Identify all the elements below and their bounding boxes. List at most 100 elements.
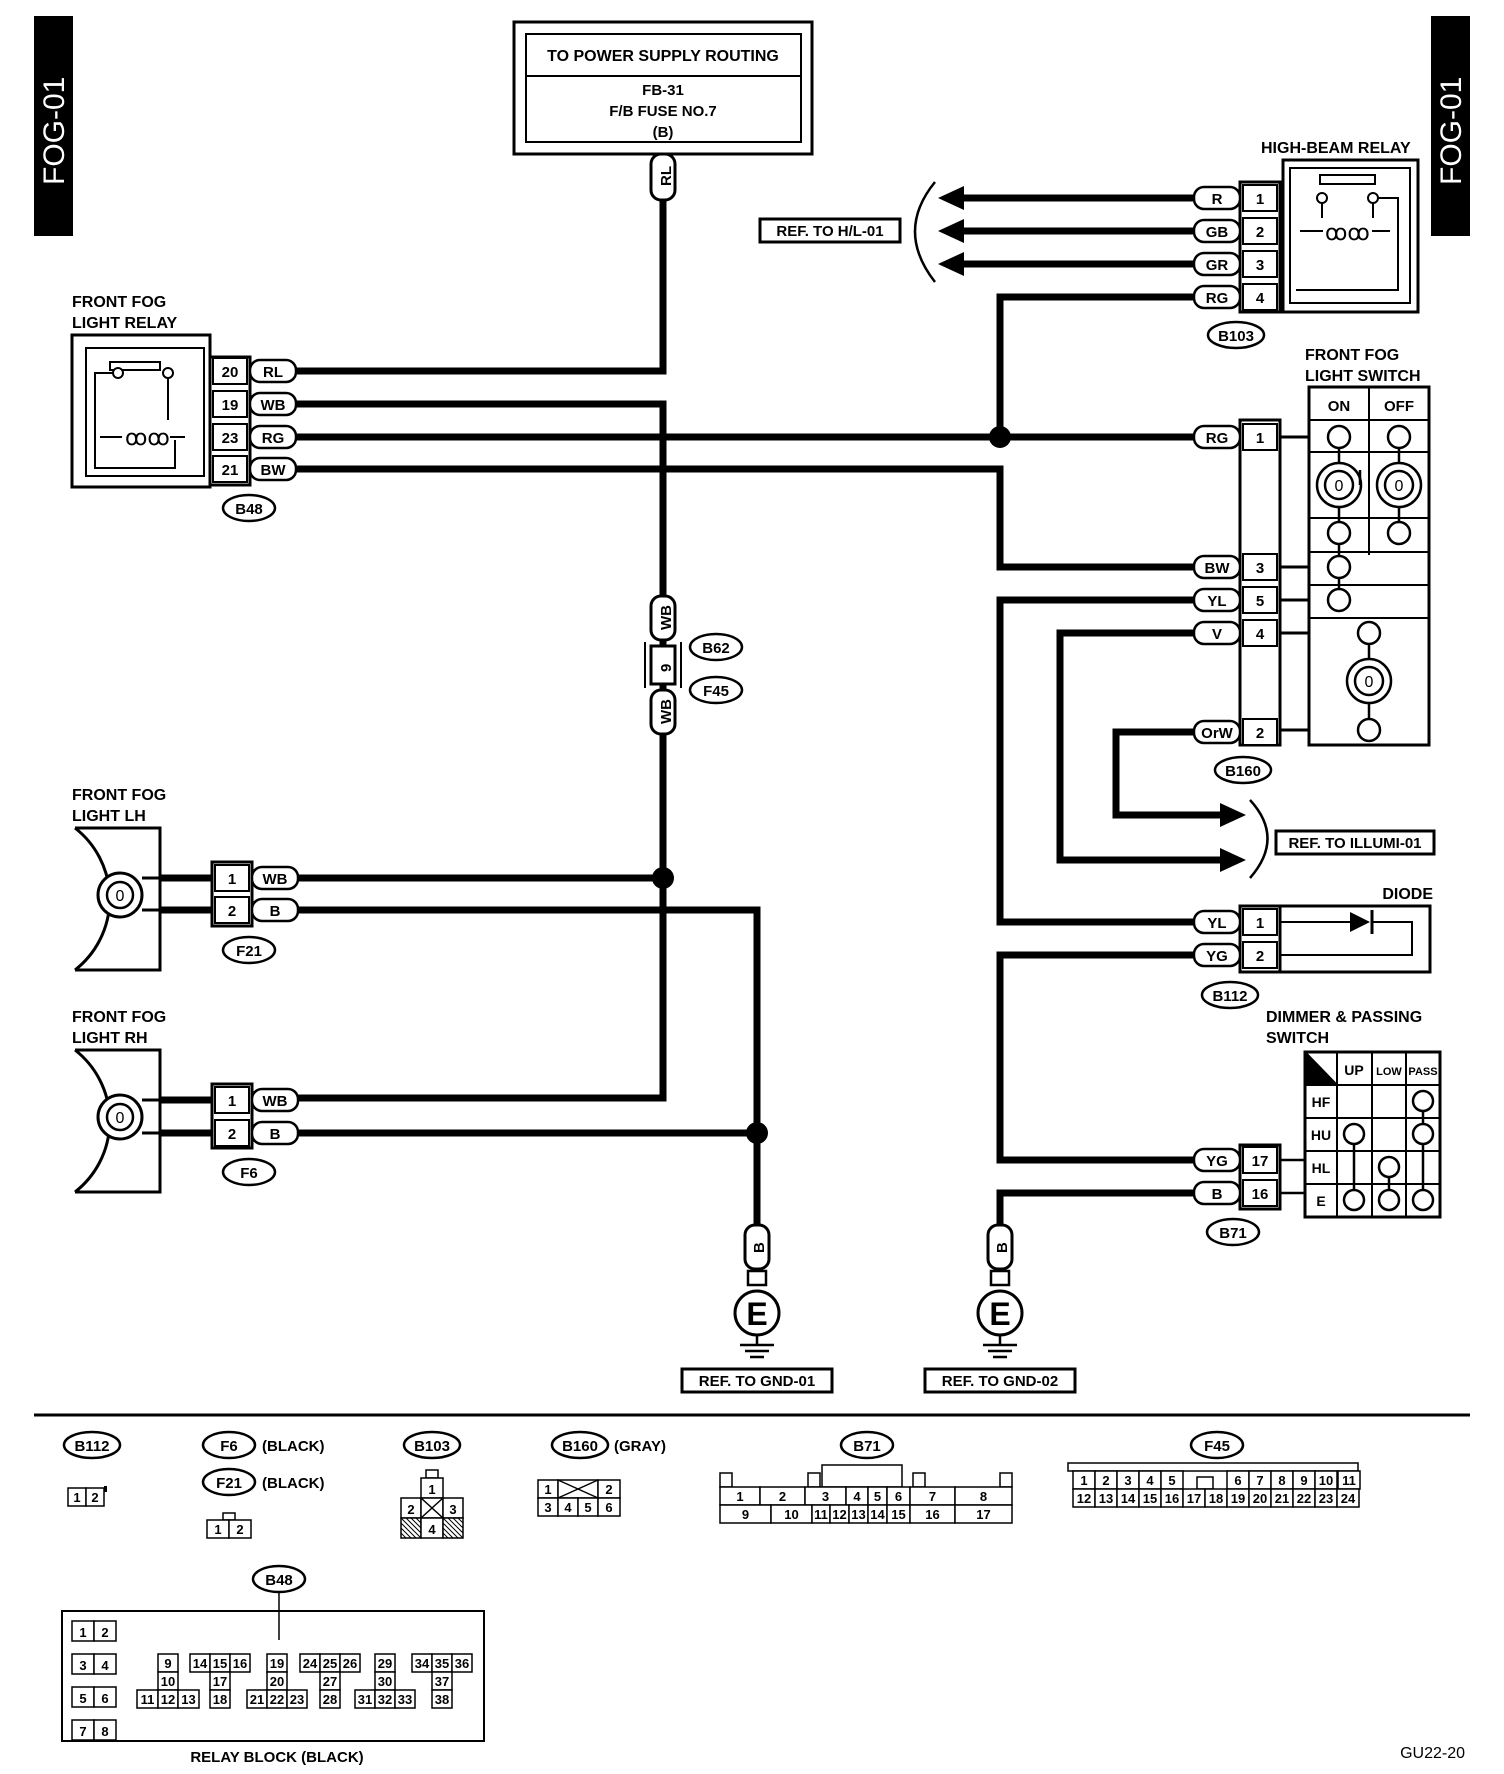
- connector-pin-cell: 23: [1319, 1491, 1333, 1506]
- fog-relay-wire: BW: [261, 462, 287, 479]
- connector-pin-cell: 5: [584, 1500, 591, 1515]
- connector-pin-cell: 17: [213, 1674, 227, 1689]
- connector-pin-cell: 7: [79, 1724, 86, 1739]
- fog-rh-wire: B: [270, 1126, 281, 1143]
- ground-2-symbol: E: [989, 1296, 1010, 1332]
- connector-pin-cell: 20: [1253, 1491, 1267, 1506]
- joint-wire-bottom: WB: [658, 699, 675, 724]
- fog-lh-wire: B: [270, 903, 281, 920]
- connector-pin-cell: 3: [544, 1500, 551, 1515]
- fog-switch-col-on: ON: [1328, 398, 1351, 415]
- fog-switch-pin: 1: [1256, 430, 1264, 447]
- connector-pin-cell: 12: [1077, 1491, 1091, 1506]
- connector-pin-cell: 18: [213, 1692, 227, 1707]
- highbeam-pin: 2: [1256, 224, 1264, 241]
- cv-f21-name: F21: [216, 1475, 242, 1492]
- connector-pin-cell: 3: [822, 1489, 829, 1504]
- connector-pin-cell: 10: [161, 1674, 175, 1689]
- connector-pin-cell: 14: [870, 1507, 885, 1522]
- fog-lh-title1: FRONT FOG: [72, 787, 166, 804]
- fog-switch-pin: 3: [1256, 560, 1264, 577]
- connector-pin-cell: 1: [736, 1489, 743, 1504]
- fog-switch-pin: 5: [1256, 593, 1264, 610]
- dimmer-row-hu: HU: [1311, 1127, 1331, 1143]
- connector-pin-cell: 1: [428, 1482, 435, 1497]
- fog-switch-wire: BW: [1205, 560, 1231, 577]
- highbeam-wire: GB: [1206, 224, 1229, 241]
- fog-switch-pin: 4: [1256, 626, 1265, 643]
- connector-pin-cell: 18: [1209, 1491, 1223, 1506]
- fog-relay-title1: FRONT FOG: [72, 294, 166, 311]
- joint-connector-b: F45: [703, 683, 729, 700]
- cv-f45-name: F45: [1204, 1438, 1230, 1455]
- connector-pin-cell: 4: [428, 1522, 436, 1537]
- fog-switch-wire: V: [1212, 626, 1222, 643]
- connector-pin-cell: 3: [79, 1658, 86, 1673]
- fog-relay-wire: WB: [261, 397, 286, 414]
- connector-pin-cell: 22: [1297, 1491, 1311, 1506]
- connector-pin-cell: 8: [1278, 1473, 1285, 1488]
- cv-f6-color: (BLACK): [262, 1438, 324, 1455]
- connector-pin-cell: 36: [455, 1656, 469, 1671]
- highbeam-wire: R: [1212, 191, 1223, 208]
- connector-pin-cell: 2: [407, 1502, 414, 1517]
- fog-relay-wire: RL: [263, 364, 283, 381]
- svg-text:0: 0: [116, 1110, 125, 1127]
- connector-pin-cell: 9: [164, 1656, 171, 1671]
- connector-pin-cell: 31: [358, 1692, 372, 1707]
- dimmer-wire: YG: [1206, 1153, 1228, 1170]
- fog-relay-title2: LIGHT RELAY: [72, 315, 178, 332]
- connector-pin-cell: 12: [832, 1507, 846, 1522]
- connector-pin-cell: 38: [435, 1692, 449, 1707]
- connector-pin-cell: 24: [303, 1656, 318, 1671]
- side-tab-right-label: FOG-01: [1435, 77, 1468, 185]
- illumi-arrows: REF. TO ILLUMI-01: [1220, 799, 1436, 879]
- fog-switch-pin: 2: [1256, 725, 1264, 742]
- connector-pin-cell: 33: [398, 1692, 412, 1707]
- ground-1-symbol: E: [746, 1296, 767, 1332]
- svg-text:ꝏꝏ: ꝏꝏ: [1325, 220, 1370, 245]
- connector-pin-cell: 13: [1099, 1491, 1113, 1506]
- diode-title: DIODE: [1382, 886, 1433, 903]
- connector-pin-cell: 2: [779, 1489, 786, 1504]
- connector-pin-cell: 26: [343, 1656, 357, 1671]
- highbeam-title: HIGH-BEAM RELAY: [1261, 140, 1411, 157]
- fog-lh-wire: WB: [263, 871, 288, 888]
- dimmer-pin: 16: [1252, 1186, 1269, 1203]
- fog-lh-pin: 1: [228, 871, 236, 888]
- ground-1-ref: REF. TO GND-01: [699, 1373, 815, 1390]
- illumi-ref: REF. TO ILLUMI-01: [1288, 835, 1421, 852]
- cv-b48-caption: RELAY BLOCK (BLACK): [190, 1749, 363, 1766]
- hl01-arrows: REF. TO H/L-01: [758, 181, 964, 283]
- connector-pin-cell: 23: [290, 1692, 304, 1707]
- fog-relay: FRONT FOG LIGHT RELAY ꝏꝏ: [70, 294, 212, 489]
- svg-text:0: 0: [1395, 478, 1404, 495]
- fog-relay-pin: 23: [222, 430, 239, 447]
- figure-code: GU22-20: [1400, 1745, 1465, 1762]
- ground-2-wire: B: [994, 1242, 1011, 1253]
- connector-pin-cell: 16: [233, 1656, 247, 1671]
- dimmer-title2: SWITCH: [1266, 1030, 1329, 1047]
- connector-pin-cell: 22: [270, 1692, 284, 1707]
- power-line1: FB-31: [642, 82, 684, 99]
- connector-pin-cell: 10: [1319, 1473, 1333, 1488]
- connector-pin-cell: 32: [378, 1692, 392, 1707]
- connector-pin-cell: 2: [91, 1490, 98, 1505]
- ground-1: B E REF. TO GND-01: [680, 1223, 834, 1394]
- dimmer-col-low: LOW: [1376, 1066, 1402, 1078]
- connector-pin-cell: 13: [181, 1692, 195, 1707]
- connector-pin-cell: 1: [544, 1482, 551, 1497]
- dimmer-row-hf: HF: [1312, 1094, 1331, 1110]
- connector-pin-cell: 14: [1121, 1491, 1136, 1506]
- connector-pin-cell: 5: [1168, 1473, 1175, 1488]
- svg-text:0: 0: [1365, 674, 1374, 691]
- connector-pin-cell: 1: [79, 1625, 86, 1640]
- fog-switch-title2: LIGHT SWITCH: [1305, 368, 1421, 385]
